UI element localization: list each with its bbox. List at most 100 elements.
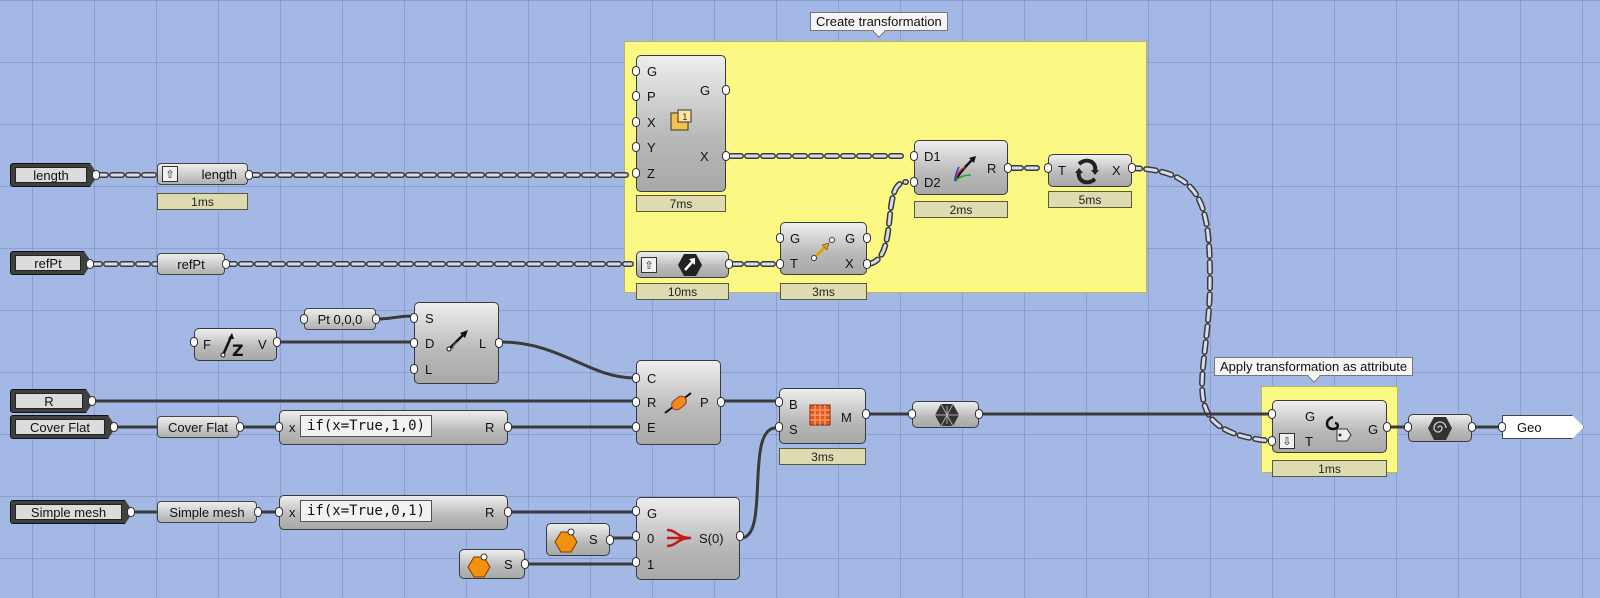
port-nib[interactable] <box>1498 422 1506 432</box>
port-nib[interactable] <box>775 422 783 432</box>
port-nib[interactable] <box>632 142 640 152</box>
port-nib[interactable] <box>1004 163 1012 173</box>
param-length[interactable]: length <box>10 163 98 187</box>
port-nib[interactable] <box>127 507 135 517</box>
relay-cover-flat[interactable]: Cover Flat <box>157 416 239 438</box>
port-nib[interactable] <box>275 507 283 517</box>
move-component[interactable]: G T G X <box>780 222 867 275</box>
port-nib[interactable] <box>632 557 640 567</box>
param-refpt[interactable]: refPt <box>10 251 92 275</box>
port-nib[interactable] <box>736 531 744 541</box>
param-cover-flat[interactable]: Cover Flat <box>10 415 116 439</box>
expression-cover-flat[interactable]: x if(x=True,1,0) R <box>279 410 508 445</box>
port-nib[interactable] <box>722 151 730 161</box>
arrow-down-icon[interactable]: ⇩ <box>1279 433 1295 449</box>
apply-attribute-component[interactable]: G ⇩ T G <box>1272 400 1387 453</box>
port-nib[interactable] <box>1044 163 1052 173</box>
port-nib[interactable] <box>92 170 100 180</box>
expression-text-simple[interactable]: if(x=True,0,1) <box>300 500 433 522</box>
port-nib[interactable] <box>632 91 640 101</box>
relay-simple-mesh[interactable]: Simple mesh <box>157 501 257 523</box>
arrow-up-icon[interactable]: ⇧ <box>641 257 657 273</box>
port-nib[interactable] <box>504 422 512 432</box>
port-nib[interactable] <box>725 259 733 269</box>
param-r[interactable]: R <box>10 389 94 413</box>
port-nib[interactable] <box>632 373 640 383</box>
geometry-container-param[interactable] <box>1408 414 1472 442</box>
capsule-icon <box>664 392 692 414</box>
expression-simple-mesh[interactable]: x if(x=True,0,1) R <box>279 495 508 530</box>
param-simple-mesh[interactable]: Simple mesh <box>10 500 133 524</box>
expression-text-cover[interactable]: if(x=True,1,0) <box>300 415 433 437</box>
unit-z-component[interactable]: F V Z <box>194 328 277 361</box>
param-r-label: R <box>15 393 83 409</box>
port-nib[interactable] <box>1128 163 1136 173</box>
port-nib[interactable] <box>110 422 118 432</box>
port-nib[interactable] <box>410 364 418 374</box>
port-nib[interactable] <box>1268 409 1276 419</box>
port-nib[interactable] <box>606 535 614 545</box>
port-nib[interactable] <box>863 259 871 269</box>
geometry-param-2[interactable]: S <box>459 549 525 579</box>
port-t: T <box>790 256 798 271</box>
port-nib[interactable] <box>236 422 244 432</box>
arrow-up-icon[interactable]: ⇧ <box>162 166 178 182</box>
mesh-param[interactable] <box>912 401 979 428</box>
capsule-component[interactable]: C R E P <box>636 360 721 445</box>
relay-refpt[interactable]: refPt <box>157 253 225 275</box>
port-nib[interactable] <box>245 170 253 180</box>
port-nib[interactable] <box>410 313 418 323</box>
stream-filter-component[interactable]: G 0 1 S(0) <box>636 497 740 580</box>
port-r: R <box>485 420 495 435</box>
port-nib[interactable] <box>632 506 640 516</box>
port-nib[interactable] <box>717 397 725 407</box>
port-nib[interactable] <box>910 177 918 187</box>
port-nib[interactable] <box>86 259 94 269</box>
relay-length[interactable]: ⇧ length <box>157 163 248 185</box>
port-nib[interactable] <box>504 507 512 517</box>
relay-refpt-label: refPt <box>177 256 205 272</box>
port-nib[interactable] <box>975 409 983 419</box>
port-nib[interactable] <box>273 337 281 347</box>
plane-component[interactable]: G P X Y Z G X 1 <box>636 55 726 192</box>
svg-text:1: 1 <box>682 113 688 123</box>
port-nib[interactable] <box>632 168 640 178</box>
port-nib[interactable] <box>776 233 784 243</box>
port-nib[interactable] <box>776 259 784 269</box>
port-nib[interactable] <box>632 397 640 407</box>
point-param[interactable]: Pt 0,0,0 <box>304 308 376 330</box>
port-nib[interactable] <box>190 337 198 347</box>
port-nib[interactable] <box>722 85 730 95</box>
port-nib[interactable] <box>632 117 640 127</box>
port-nib[interactable] <box>908 409 916 419</box>
plane-icon: 1 <box>670 109 692 131</box>
port-nib[interactable] <box>410 338 418 348</box>
port-nib[interactable] <box>632 66 640 76</box>
port-nib[interactable] <box>632 422 640 432</box>
port-nib[interactable] <box>775 397 783 407</box>
mesh-component[interactable]: B S M <box>779 388 866 444</box>
port-nib[interactable] <box>275 422 283 432</box>
port-nib[interactable] <box>372 314 380 324</box>
line-sdl-component[interactable]: S D L L <box>414 302 499 384</box>
port-nib[interactable] <box>88 396 96 406</box>
param-geo[interactable]: Geo <box>1502 415 1584 439</box>
port-nib[interactable] <box>632 531 640 541</box>
geometry-param-1[interactable]: S <box>546 523 610 556</box>
port-nib[interactable] <box>863 233 871 243</box>
port-nib[interactable] <box>495 338 503 348</box>
port-nib[interactable] <box>254 507 262 517</box>
compound-component[interactable]: T X <box>1048 154 1132 187</box>
port-nib[interactable] <box>222 259 230 269</box>
port-nib[interactable] <box>1268 436 1276 446</box>
port-nib[interactable] <box>1468 422 1476 432</box>
combine-component[interactable]: D1 D2 R <box>914 140 1008 195</box>
port-nib[interactable] <box>300 314 308 324</box>
vector-component[interactable]: ⇧ <box>636 251 729 278</box>
port-nib[interactable] <box>1383 422 1391 432</box>
port-nib[interactable] <box>862 409 870 419</box>
timer-mesh: 3ms <box>779 448 866 465</box>
port-nib[interactable] <box>521 559 529 569</box>
port-nib[interactable] <box>1404 422 1412 432</box>
port-nib[interactable] <box>910 151 918 161</box>
